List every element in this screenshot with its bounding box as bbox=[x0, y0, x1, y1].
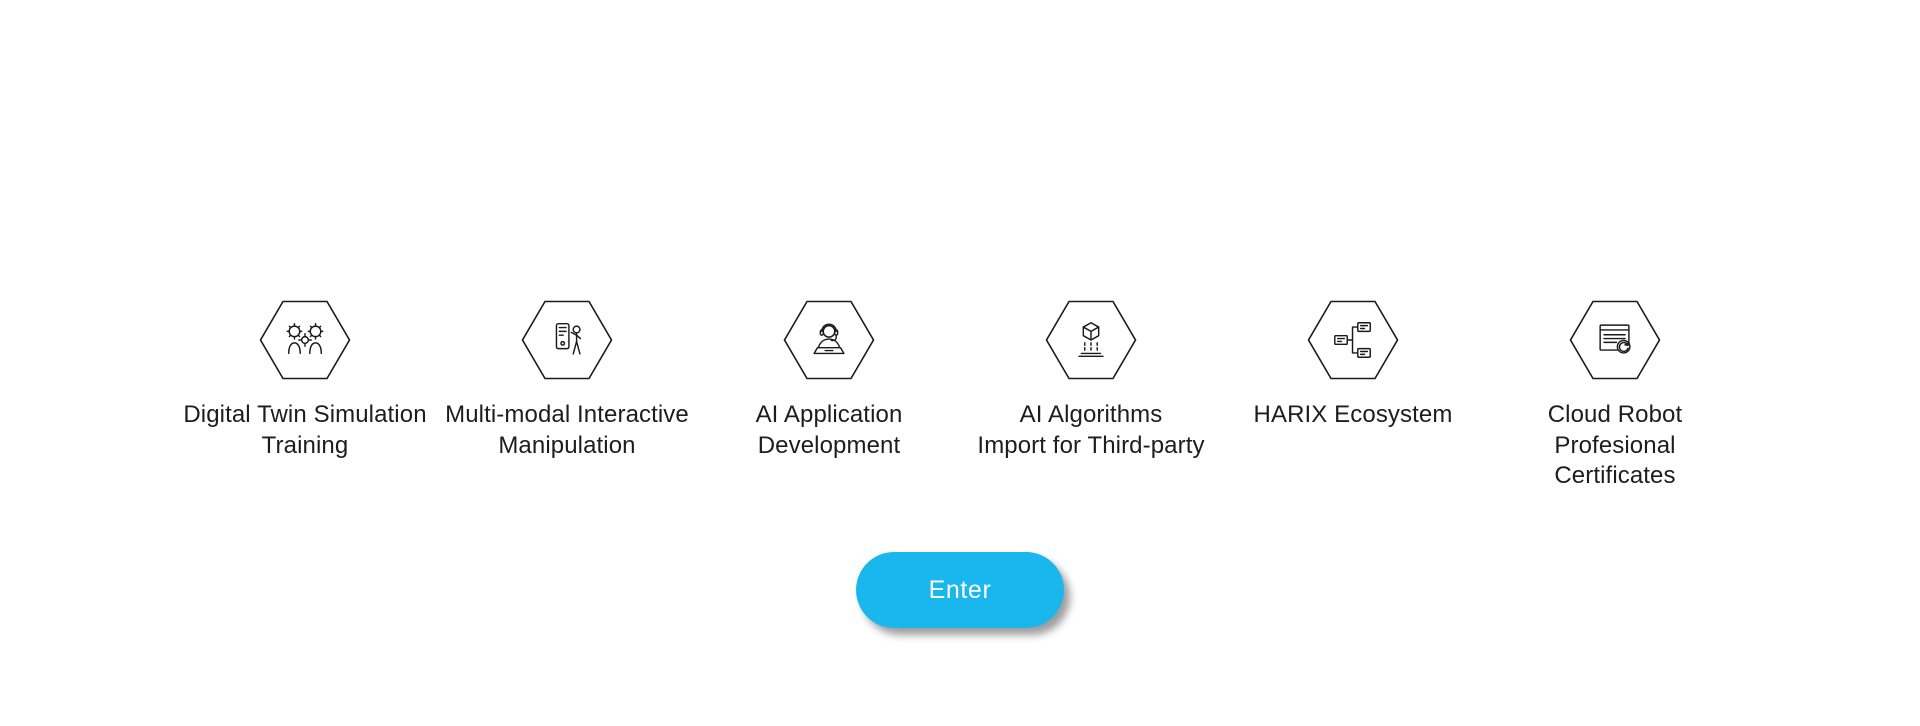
hexagon-frame bbox=[521, 300, 613, 380]
feature-multi-modal-interactive-manipulation[interactable]: Multi-modal Interactive Manipulation bbox=[436, 300, 698, 461]
hexagon-frame bbox=[1045, 300, 1137, 380]
feature-harix-ecosystem[interactable]: HARIX Ecosystem bbox=[1222, 300, 1484, 431]
feature-label-line2: Development bbox=[757, 431, 901, 459]
enter-button[interactable]: Enter bbox=[856, 552, 1064, 629]
feature-label: AI Algorithms Import for Third-party bbox=[977, 400, 1204, 461]
feature-label-line1: AI Algorithms bbox=[1019, 401, 1163, 428]
digital-twin-gears-people-icon bbox=[282, 317, 328, 363]
feature-label: Cloud Robot Profesional Certificates bbox=[1484, 400, 1746, 492]
feature-digital-twin-simulation-training[interactable]: Digital Twin Simulation Training bbox=[174, 300, 436, 461]
tablet-person-icon bbox=[544, 317, 590, 363]
hexagon-frame bbox=[259, 300, 351, 380]
feature-label-line1: AI Application bbox=[755, 401, 903, 428]
feature-label: AI Application Development bbox=[756, 400, 903, 461]
hexagon-outline bbox=[783, 300, 875, 380]
features-row: Digital Twin Simulation Training bbox=[0, 300, 1920, 492]
feature-label: Digital Twin Simulation Training bbox=[183, 400, 426, 461]
hexagon-frame bbox=[1307, 300, 1399, 380]
feature-label-line2: Import for Third-party bbox=[977, 431, 1205, 459]
feature-label-line1: HARIX Ecosystem bbox=[1253, 401, 1453, 428]
feature-label-line1: Multi-modal Interactive bbox=[445, 401, 689, 428]
certificate-document-icon bbox=[1592, 317, 1638, 363]
feature-label: Multi-modal Interactive Manipulation bbox=[445, 400, 689, 461]
feature-cloud-robot-profesional-certificates[interactable]: Cloud Robot Profesional Certificates bbox=[1484, 300, 1746, 492]
feature-label-line1: Digital Twin Simulation bbox=[183, 401, 427, 428]
feature-ai-application-development[interactable]: AI Application Development bbox=[698, 300, 960, 461]
developer-headset-laptop-icon bbox=[806, 317, 852, 363]
feature-ai-algorithms-import-for-third-party[interactable]: AI Algorithms Import for Third-party bbox=[960, 300, 1222, 461]
flowchart-network-icon bbox=[1330, 317, 1376, 363]
hexagon-outline bbox=[521, 300, 613, 380]
feature-label-line1: Cloud Robot Profesional bbox=[1547, 401, 1683, 459]
hexagon-frame bbox=[1569, 300, 1661, 380]
feature-label-line2: Certificates bbox=[1554, 462, 1676, 490]
hexagon-outline bbox=[1569, 300, 1661, 380]
hexagon-frame bbox=[783, 300, 875, 380]
cube-import-icon bbox=[1068, 317, 1114, 363]
feature-label-line2: Manipulation bbox=[498, 431, 636, 459]
feature-label: HARIX Ecosystem bbox=[1254, 400, 1453, 431]
feature-label-line2: Training bbox=[261, 431, 349, 459]
